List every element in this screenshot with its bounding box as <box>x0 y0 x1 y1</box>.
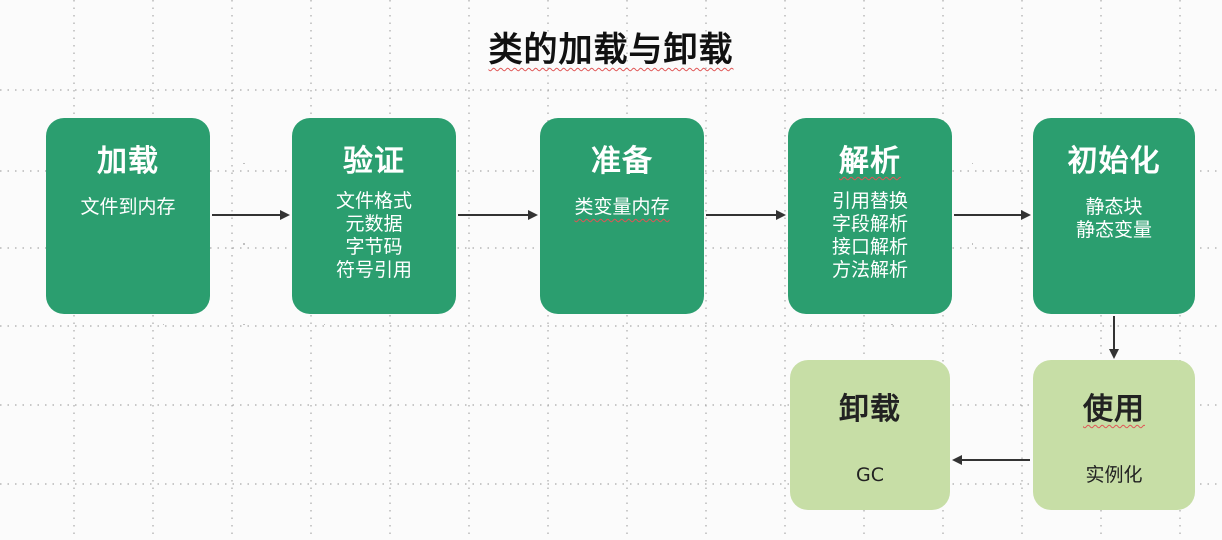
step-resolve-details: 引用替换 字段解析 接口解析 方法解析 <box>831 190 908 281</box>
stage-unload-details: GC <box>856 464 884 486</box>
step-initialize-box: 初始化 静态块 静态变量 <box>1033 118 1195 314</box>
step-initialize-title: 初始化 <box>1067 144 1161 179</box>
step-prepare-title: 准备 <box>591 144 653 179</box>
stage-usage-box: 使用 实例化 <box>1033 360 1195 510</box>
stage-unload-title: 卸载 <box>839 392 901 427</box>
step-verify-title: 验证 <box>343 144 405 179</box>
step-verify-box: 验证 文件格式 元数据 字节码 符号引用 <box>292 118 456 314</box>
stage-usage-details: 实例化 <box>1085 464 1143 486</box>
diagram-title: 类的加载与卸载 <box>488 30 734 70</box>
step-resolve-title: 解析 <box>839 144 901 179</box>
stage-unload-box: 卸载 GC <box>790 360 950 510</box>
step-load-details: 文件到内存 <box>80 196 176 218</box>
step-prepare-box: 准备 类变量内存 <box>540 118 704 314</box>
step-resolve-box: 解析 引用替换 字段解析 接口解析 方法解析 <box>788 118 952 314</box>
step-load-title: 加载 <box>97 144 159 179</box>
step-prepare-details: 类变量内存 <box>574 196 670 218</box>
stage-usage-title: 使用 <box>1083 392 1145 427</box>
step-load-box: 加载 文件到内存 <box>46 118 210 314</box>
step-verify-details: 文件格式 元数据 字节码 符号引用 <box>335 190 412 281</box>
step-initialize-details: 静态块 静态变量 <box>1075 196 1152 241</box>
